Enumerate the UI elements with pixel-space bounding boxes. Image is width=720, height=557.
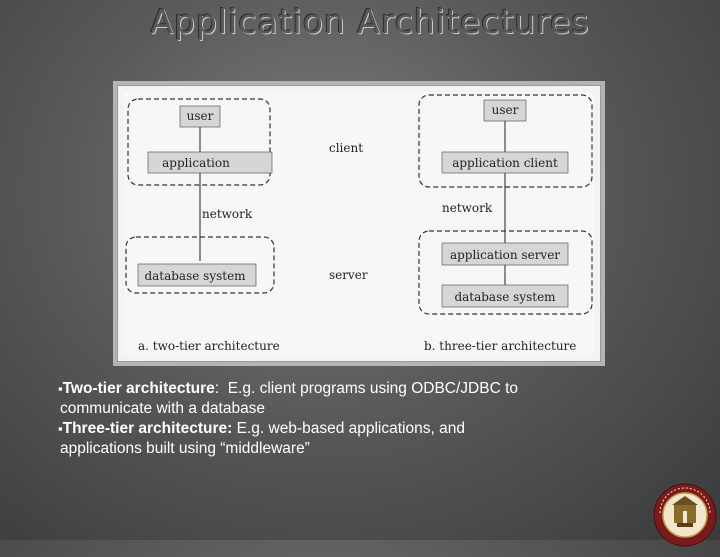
two-tier-user-label: user bbox=[187, 109, 214, 123]
two-tier-application-label: application bbox=[162, 156, 230, 170]
bullet-two-tier: ▪Two-tier architecture: E.g. client prog… bbox=[58, 379, 618, 419]
architecture-diagram: user application network database system… bbox=[125, 94, 593, 353]
bullet-term: Two-tier architecture bbox=[62, 380, 215, 397]
three-tier-caption: b. three-tier architecture bbox=[424, 339, 576, 353]
university-seal-logo bbox=[650, 483, 720, 553]
bullet-continuation: communicate with a database bbox=[60, 400, 266, 417]
two-tier-server-group bbox=[125, 236, 275, 294]
three-tier-network-label: network bbox=[442, 201, 493, 215]
three-tier-database-box bbox=[441, 284, 569, 308]
two-tier-database-box bbox=[137, 263, 257, 287]
two-tier-caption: a. two-tier architecture bbox=[138, 339, 280, 353]
two-tier-client-group bbox=[127, 98, 271, 186]
bullet-sep: : bbox=[214, 380, 220, 397]
bullet-continuation: applications built using “middleware” bbox=[60, 440, 310, 457]
seal-emblem-icon bbox=[653, 483, 717, 547]
bullet-marker: ▪ bbox=[58, 381, 63, 396]
bullet-marker: ▪ bbox=[58, 421, 63, 436]
slide-title: Application Architectures bbox=[150, 2, 590, 41]
bullet-three-tier: ▪Three-tier architecture: E.g. web-based… bbox=[58, 419, 618, 459]
bullet-text: E.g. client programs using ODBC/JDBC to bbox=[219, 380, 519, 397]
three-tier-application-client-label: application client bbox=[452, 156, 558, 170]
bullet-sep: : bbox=[227, 420, 233, 437]
client-tier-label: client bbox=[329, 141, 363, 155]
bullet-list: ▪Two-tier architecture: E.g. client prog… bbox=[58, 379, 618, 459]
bullet-term: Three-tier architecture bbox=[62, 420, 228, 437]
figure-pane bbox=[124, 92, 594, 355]
three-tier-application-server-label: application server bbox=[450, 248, 560, 262]
two-tier-database-label: database system bbox=[144, 269, 246, 283]
server-tier-label: server bbox=[329, 268, 368, 282]
two-tier-application-box bbox=[147, 151, 273, 174]
architecture-figure: user application network database system… bbox=[117, 85, 601, 362]
two-tier-network-label: network bbox=[202, 207, 253, 221]
three-tier-server-group bbox=[418, 230, 593, 315]
three-tier-database-label: database system bbox=[454, 290, 556, 304]
bullet-text: E.g. web-based applications, and bbox=[232, 420, 465, 437]
three-tier-user-label: user bbox=[492, 103, 519, 117]
